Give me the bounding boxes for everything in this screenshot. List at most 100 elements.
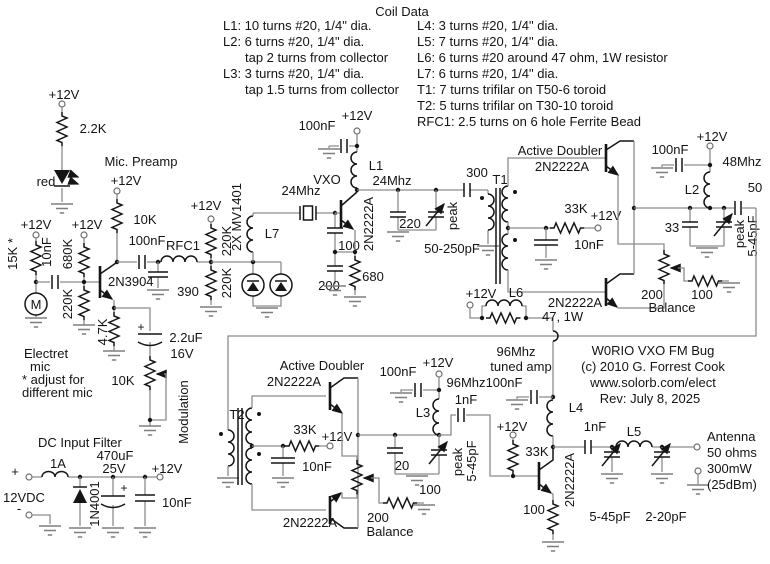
resistor-100: [382, 497, 419, 509]
cap-10nf-label: 10nF: [39, 237, 54, 267]
transistor-label: 2N2222A: [562, 453, 577, 508]
resistor-33k-label: 33K: [293, 422, 316, 437]
resistor-15k-label: 15K *: [5, 238, 20, 270]
resistor-10k-label: 10K: [133, 212, 156, 227]
output-network: 1nF L5 5-45pF 2-20pF Antenna 50 ohms 300…: [553, 419, 757, 524]
cap-10nf: [51, 275, 59, 289]
dc-filter-title: DC Input Filter: [38, 435, 122, 450]
terminal: [466, 301, 474, 309]
cap-220-label: 220: [399, 216, 421, 231]
cap-100nf-label: 100nF: [652, 142, 689, 157]
cap-33-label: 33: [665, 220, 679, 235]
title-block: W0RIO VXO FM Bug (c) 2010 G. Forrest Coo…: [581, 343, 725, 406]
varcap-5-45-1: [713, 212, 733, 237]
output-terminal: [156, 473, 164, 481]
coil-l7: L7: 6 turns #20, 1/4" dia.: [417, 66, 558, 81]
ground: [199, 306, 223, 317]
resistor-2.2k-label: 2.2K: [80, 121, 107, 136]
resistor-47: [485, 312, 522, 324]
coil-t2: T2: 5 turns trifilar on T30-10 toroid: [417, 98, 613, 113]
resistor-680k: [78, 242, 90, 279]
ground: [101, 527, 125, 538]
doubler1-q-label: 2N2222A: [548, 295, 603, 310]
doubler2-title: Active Doubler: [280, 358, 365, 373]
cap-50-label: 50: [748, 180, 762, 195]
modulation-label: Modulation: [176, 380, 191, 444]
cap-100nf: [138, 255, 146, 269]
resistor-4.7k-label: 4.7K: [95, 318, 110, 345]
ground: [102, 350, 126, 361]
cap-300: [463, 183, 471, 197]
plus-label: +: [11, 464, 19, 479]
resistor-220k-upper: [205, 223, 217, 260]
cap-33: [682, 221, 698, 228]
modulation-pot: [144, 355, 156, 392]
cap-100: [327, 227, 343, 234]
varactor-bias: +12V 220K 220K 2X MV1401: [191, 183, 293, 318]
resistor-10k: [111, 198, 123, 235]
resistor-680k-label: 680K: [60, 238, 75, 269]
cap-100nf: [530, 390, 538, 404]
terminal: [706, 142, 714, 150]
ground: [650, 167, 674, 178]
cap-polarity-plus: +: [137, 320, 144, 334]
resistor-220k: [78, 285, 90, 322]
coil-data: Coil Data L1: 10 turns #20, 1/4" dia. L2…: [223, 4, 668, 129]
electret-label: Electret: [24, 346, 68, 361]
ground: [600, 473, 624, 484]
ground: [389, 392, 413, 403]
ground: [343, 296, 367, 307]
resistor-680: [349, 255, 361, 292]
cap-470uf: [100, 477, 126, 526]
coil-l1-label: L1: [369, 158, 383, 173]
coil-l2-label: L2: [685, 182, 699, 197]
cap-100nf: [675, 158, 683, 172]
coil-l3: L3: 3 turns #20, 1/4" dia.: [223, 66, 364, 81]
ground: [317, 148, 341, 159]
cap-390-label: 390: [177, 284, 199, 299]
resistor-2.2k: [56, 111, 68, 148]
v12-label: +12V: [72, 217, 103, 232]
tuned-amp: 96Mhz tuned amp +12V L6 47, 1W 100nF L4 …: [439, 285, 584, 552]
fuse-label: 1A: [50, 456, 66, 471]
v12-label: +12V: [591, 208, 622, 223]
antenna-label-1: Antenna: [707, 429, 756, 444]
wire-hop: [552, 330, 559, 342]
led-color-label: red: [37, 174, 56, 189]
v12-label: +12V: [342, 108, 373, 123]
ground: [133, 527, 157, 538]
vxo-label: VXO: [313, 172, 340, 187]
t2-secondary-a: [245, 407, 253, 445]
freq-24mhz-label: 24Mhz: [372, 173, 411, 188]
varactor-label: 2X MV1401: [229, 183, 244, 251]
power-led-indicator: +12V 2.2K red: [37, 87, 107, 214]
cap-2.2uf-label: 2.2uF: [169, 330, 202, 345]
t1-secondary-a: [501, 185, 509, 223]
cap-100nf-label: 100nF: [129, 233, 166, 248]
t2-core: [237, 408, 243, 485]
electret-mic: [24, 292, 48, 316]
coil-rfc1: RFC1: 2.5 turns on 6 hole Ferrite Bead: [417, 114, 641, 129]
mic-m: M: [31, 297, 42, 312]
cap-10nf: [534, 239, 558, 246]
terminal: [353, 127, 361, 135]
ground: [271, 477, 295, 488]
doubler2-q-bottom: [328, 492, 358, 529]
note-line2: different mic: [22, 385, 93, 400]
cap-10nf: [271, 457, 295, 464]
rfc1-coil: [160, 255, 198, 263]
ground: [505, 399, 529, 410]
t2-primary: [227, 429, 235, 467]
coil-data-title: Coil Data: [375, 4, 429, 19]
coil-l2: L2: 6 turns #20, 1/4" dia.: [223, 34, 364, 49]
coil-l6: L6: 6 turns #20 around 47 ohm, 1W resist…: [417, 50, 668, 65]
title-line4: Rev: July 8, 2025: [600, 391, 700, 406]
resistor-100-label: 100: [419, 482, 441, 497]
ground: [146, 289, 170, 300]
v12-label: +12V: [466, 286, 497, 301]
cap-20: [387, 447, 403, 454]
t1-core: [495, 188, 501, 284]
freq-96mhz-label: 96Mhz: [446, 375, 485, 390]
resistor-220k-lower: [205, 265, 217, 302]
